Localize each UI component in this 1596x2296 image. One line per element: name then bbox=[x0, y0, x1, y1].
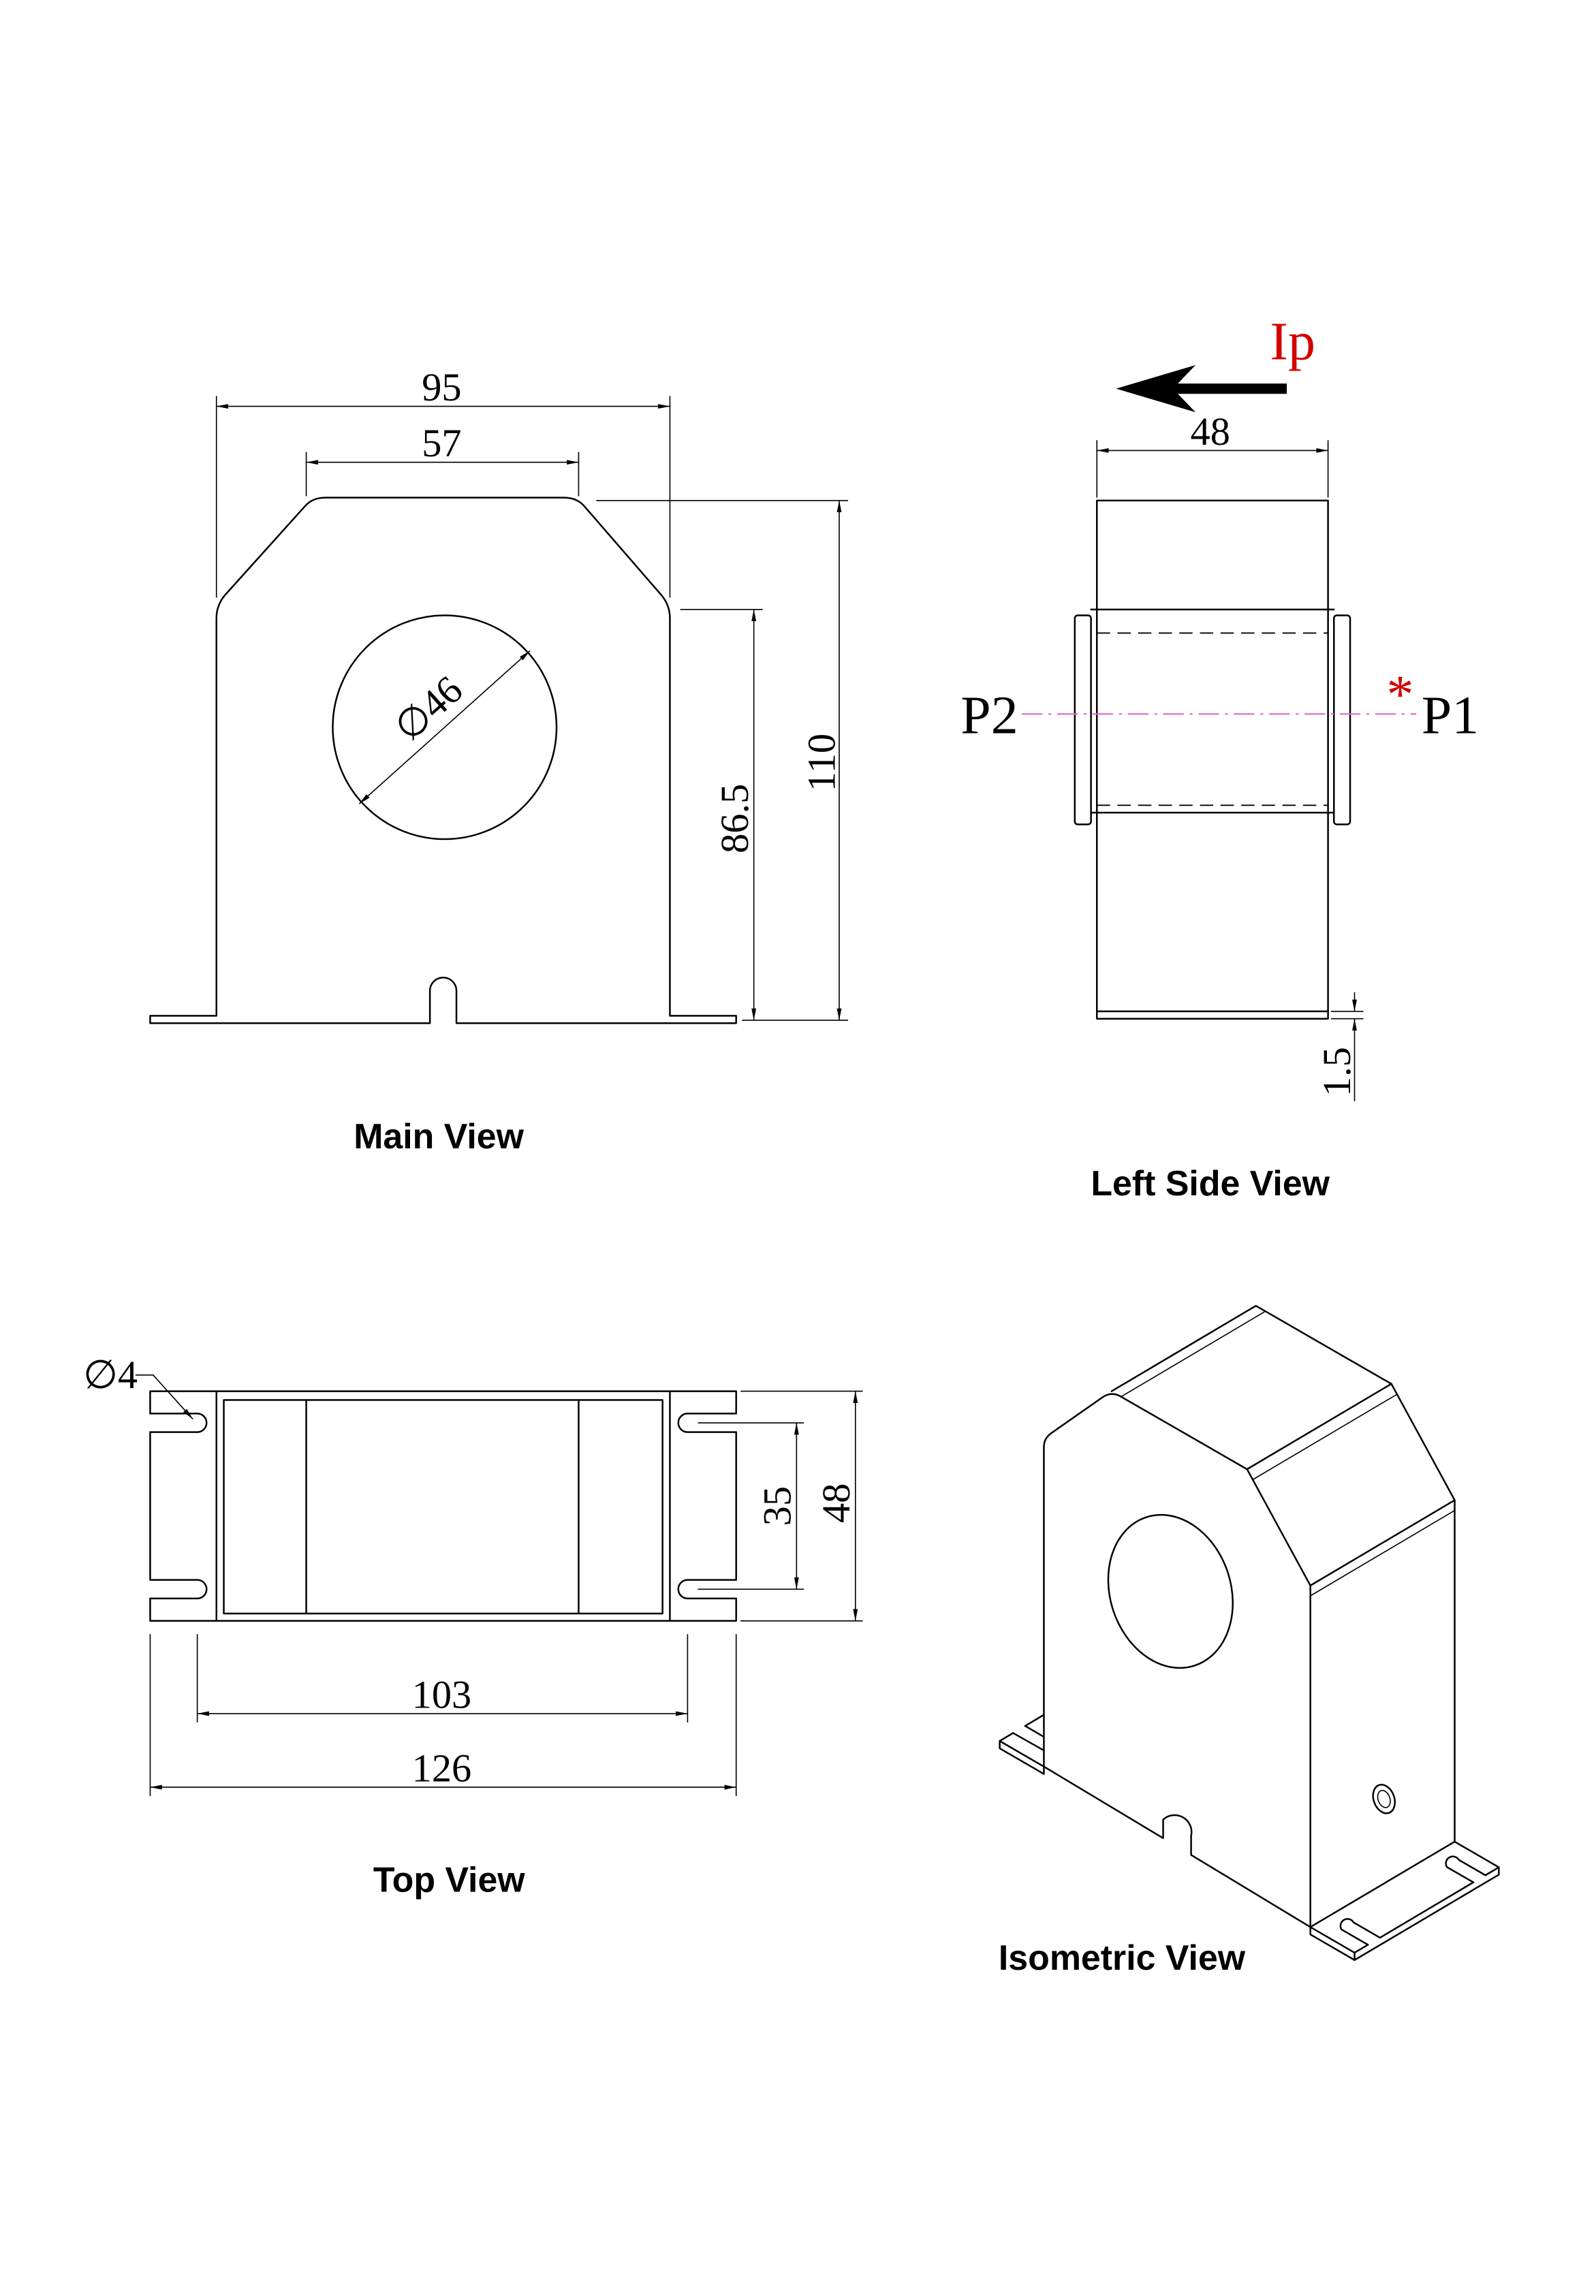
iso-right-shoulder-edges bbox=[1309, 1383, 1456, 1587]
iso-top-edges bbox=[1110, 1304, 1392, 1471]
dim-slot-spacing-text: 35 bbox=[755, 1486, 800, 1526]
top-body-inner-outline bbox=[223, 1399, 663, 1615]
dimension-top-width: 57 bbox=[305, 421, 580, 497]
polarity-mark: * bbox=[1387, 665, 1414, 725]
primary-window-circle bbox=[332, 614, 558, 840]
iso-side-hole-outer bbox=[1372, 1784, 1396, 1814]
dimension-overall-height: 110 bbox=[596, 500, 848, 1020]
main-view-label: Main View bbox=[354, 1116, 524, 1156]
dimension-slot-diameter: ∅4 bbox=[83, 1353, 193, 1420]
side-window-flange-left bbox=[1074, 614, 1092, 825]
iso-right-face-edges bbox=[1309, 1499, 1456, 1928]
dimension-overall-width: 95 bbox=[215, 365, 671, 598]
dimension-mounting-pitch: 103 bbox=[196, 1634, 689, 1723]
iso-side-hole-inner bbox=[1377, 1789, 1391, 1808]
iso-left-flange bbox=[999, 1714, 1045, 1775]
dim-overall-width-text: 95 bbox=[422, 365, 461, 409]
dim-hole-diameter-text: ∅46 bbox=[386, 667, 471, 750]
iso-right-flange bbox=[1309, 1840, 1500, 1961]
terminal-p2-label: P2 bbox=[960, 685, 1018, 745]
dim-top-depth-text: 48 bbox=[814, 1483, 858, 1523]
current-label: Ip bbox=[1270, 311, 1315, 371]
dimension-base-thickness: 1.5 bbox=[1315, 992, 1364, 1101]
side-body-outline bbox=[1096, 499, 1329, 1020]
iso-front-face-outline bbox=[1043, 1393, 1311, 1928]
current-direction-arrow bbox=[1116, 365, 1287, 413]
dim-slot-diameter-text: ∅4 bbox=[83, 1353, 138, 1397]
dimension-hole-height: 86.5 bbox=[680, 609, 848, 1021]
dim-hole-height-text: 86.5 bbox=[713, 784, 757, 853]
left-side-view: Ip 48 P2 P1 * 1.5 Left Side View bbox=[960, 311, 1479, 1203]
dimension-side-width: 48 bbox=[1096, 409, 1329, 498]
dim-side-width-text: 48 bbox=[1191, 409, 1230, 454]
left-side-view-label: Left Side View bbox=[1091, 1163, 1330, 1203]
dim-mounting-pitch-text: 103 bbox=[412, 1672, 472, 1716]
main-view: ∅46 95 57 86.5 110 Main View bbox=[149, 365, 848, 1156]
top-base-outline bbox=[149, 1390, 737, 1622]
mounting-slot-left-upper bbox=[149, 1413, 208, 1433]
top-view-label: Top View bbox=[373, 1859, 525, 1899]
dimension-slot-spacing: 35 bbox=[698, 1422, 804, 1590]
iso-front-bottom-edge-with-slot bbox=[1043, 1765, 1311, 1928]
iso-bend-lines bbox=[1120, 1311, 1455, 1597]
terminal-p1-label: P1 bbox=[1422, 685, 1479, 745]
dim-top-width-text: 57 bbox=[422, 421, 461, 465]
iso-flange-slot-back bbox=[1445, 1855, 1486, 1883]
dimension-hole-diameter: ∅46 bbox=[358, 650, 531, 804]
top-view: ∅4 35 48 103 126 Top View bbox=[83, 1353, 863, 1899]
dim-base-thickness-text: 1.5 bbox=[1315, 1047, 1359, 1097]
dim-base-length-text: 126 bbox=[412, 1746, 472, 1790]
side-window-flange-right bbox=[1333, 614, 1351, 825]
main-body-outline bbox=[215, 497, 671, 1017]
isometric-view-label: Isometric View bbox=[999, 1938, 1246, 1977]
mounting-slot-right-upper bbox=[677, 1413, 737, 1433]
main-base-flange bbox=[149, 977, 737, 1024]
iso-primary-window bbox=[1107, 1513, 1234, 1669]
dim-overall-height-text: 110 bbox=[800, 734, 844, 791]
mounting-slot-left-lower bbox=[149, 1579, 208, 1600]
iso-left-flange-slot bbox=[1012, 1725, 1045, 1752]
mounting-slot-right-lower bbox=[677, 1579, 737, 1600]
dimension-top-depth: 48 bbox=[740, 1390, 863, 1622]
iso-flange-slot-front bbox=[1339, 1918, 1381, 1946]
dimension-base-length: 126 bbox=[149, 1634, 737, 1796]
isometric-view: Isometric View bbox=[999, 1304, 1500, 1977]
